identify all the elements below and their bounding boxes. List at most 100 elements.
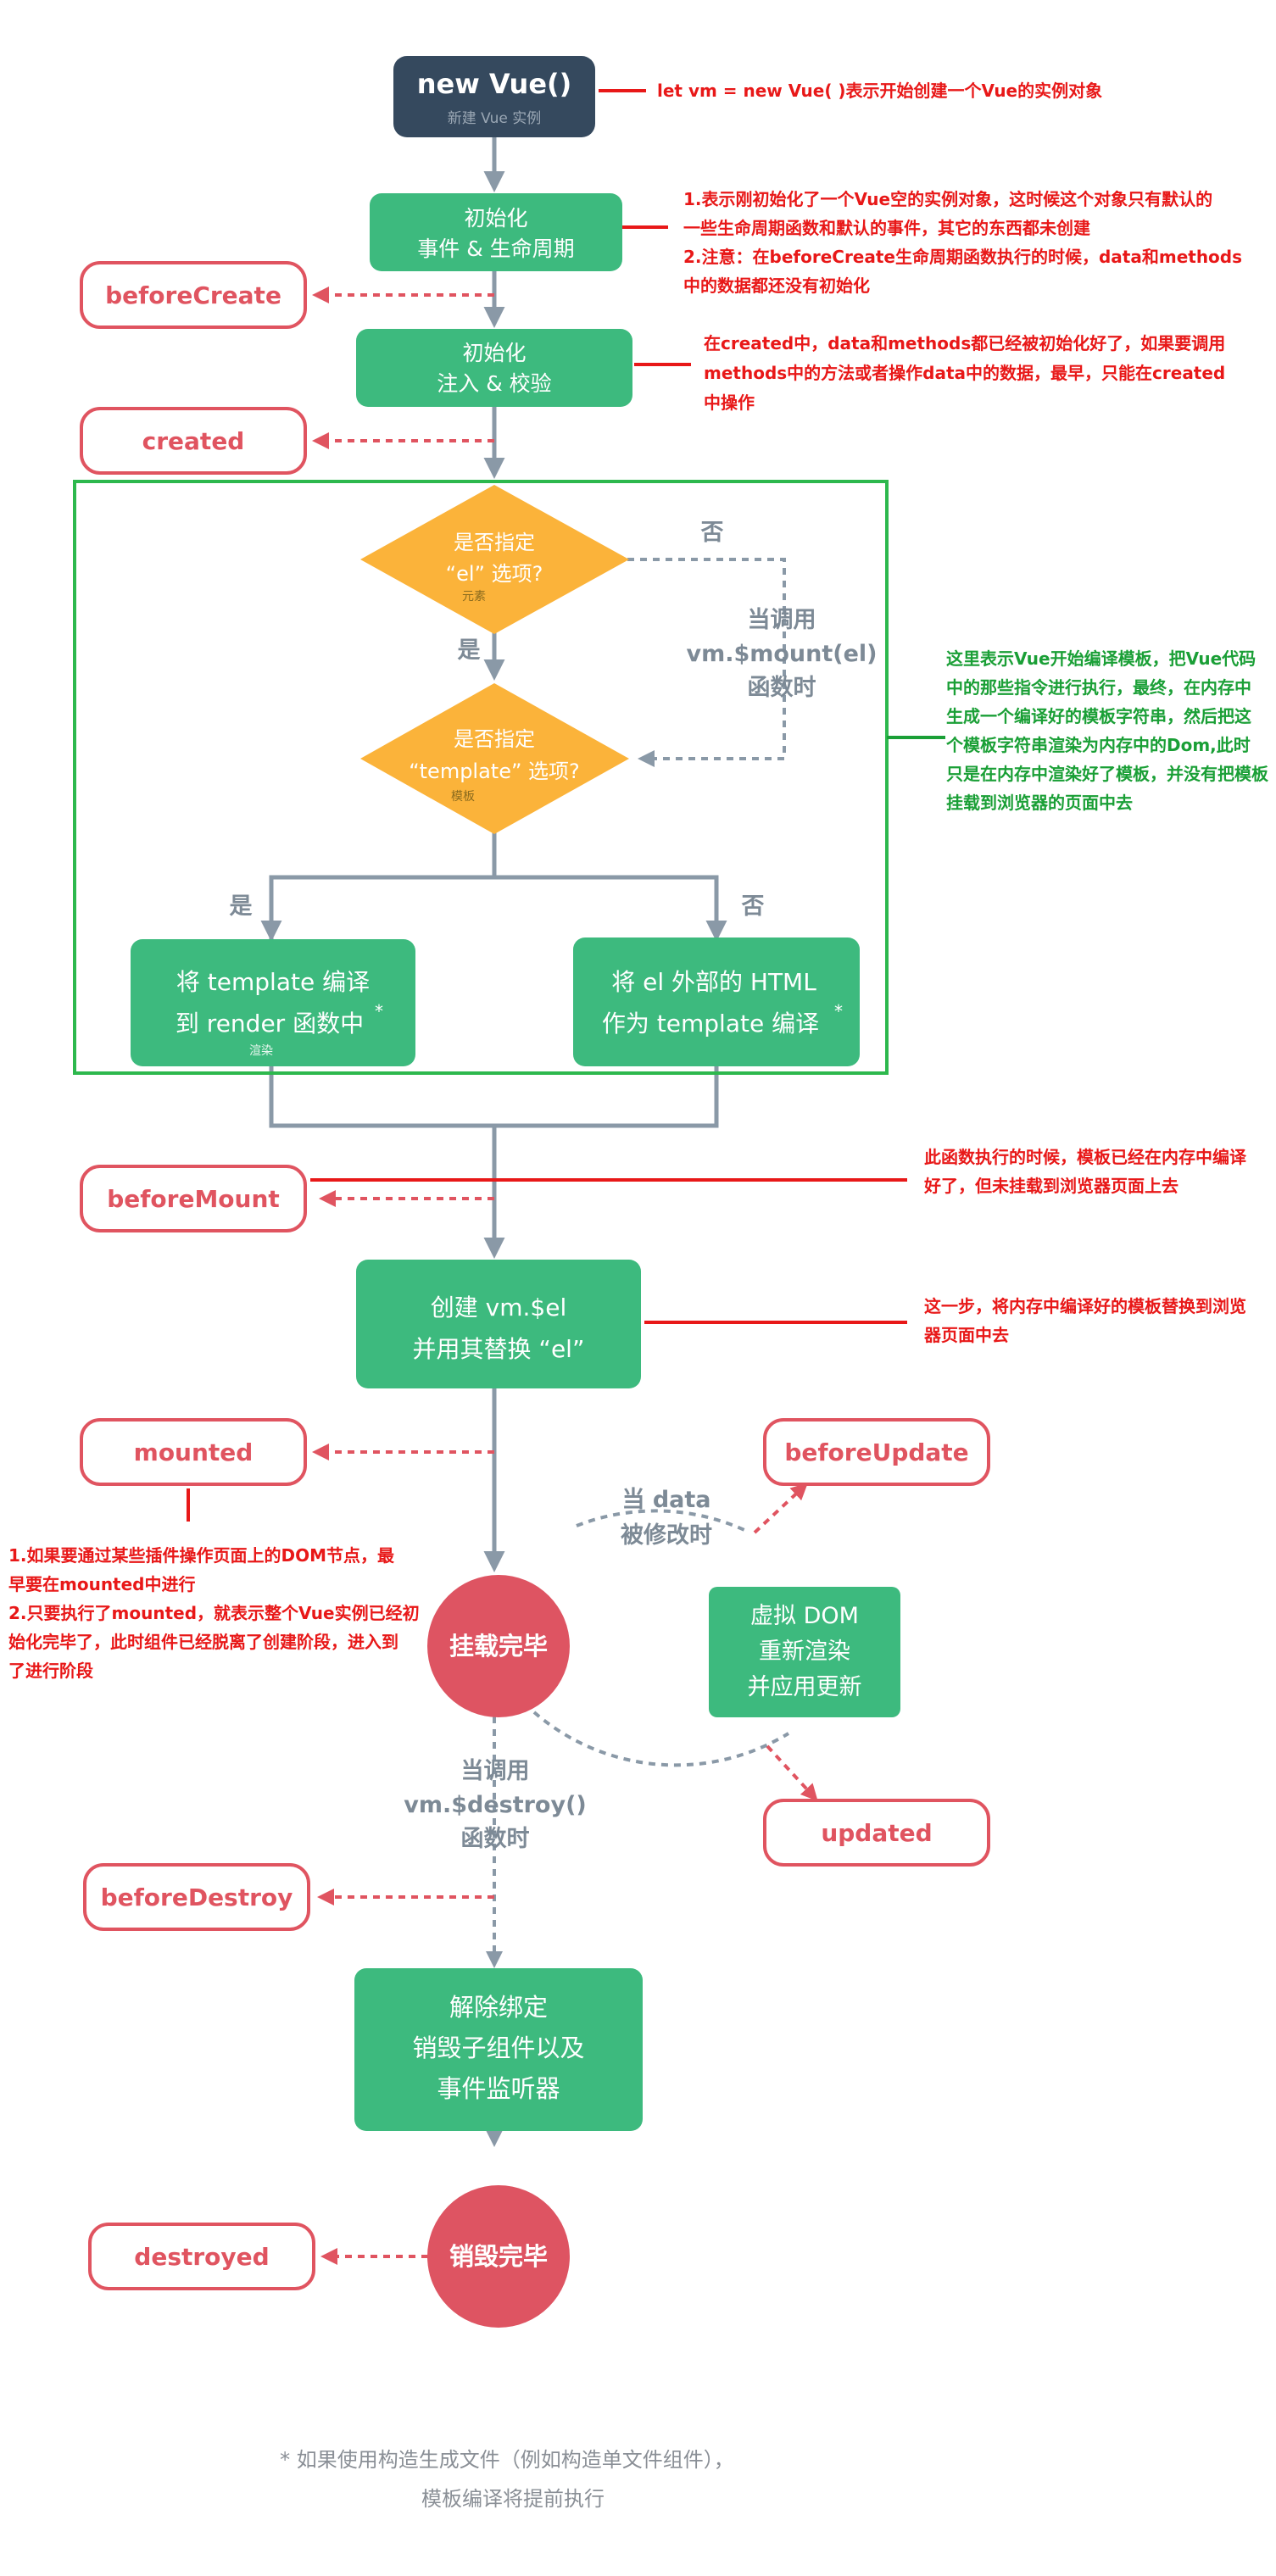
mounted-circle: 挂载完毕 bbox=[427, 1575, 570, 1717]
note-before-create: 1.表示刚初始化了一个Vue空的实例对象，这时候这个对象只有默认的 一些生命周期… bbox=[683, 189, 1242, 296]
note-before-create-line: 2.注意：在beforeCreate生命周期函数执行的时候，data和metho… bbox=[683, 247, 1242, 267]
note-mounted-line: 1.如果要通过某些插件操作页面上的DOM节点，最 bbox=[8, 1545, 395, 1566]
note-before-create-line: 一些生命周期函数和默认的事件，其它的东西都未创建 bbox=[683, 218, 1090, 238]
note-created: 在created中，data和methods都已经被初始化好了，如果要调用 me… bbox=[704, 333, 1225, 413]
compile-outer-line1: 将 el 外部的 HTML bbox=[611, 968, 816, 996]
init-inject-line2: 注入 & 校验 bbox=[437, 371, 551, 396]
note-compile-line: 生成一个编译好的模板字符串，然后把这 bbox=[946, 706, 1251, 726]
teardown-line3: 事件监听器 bbox=[437, 2074, 560, 2103]
footnote-line1: * 如果使用构造生成文件（例如构造单文件组件）， bbox=[280, 2448, 734, 2472]
create-el-line1: 创建 vm.$el bbox=[431, 1294, 566, 1321]
hook-beforeMount-label: beforeMount bbox=[107, 1185, 280, 1213]
new-vue-subtitle: 新建 Vue 实例 bbox=[448, 110, 542, 127]
note-mounted: 1.如果要通过某些插件操作页面上的DOM节点，最 早要在mounted中进行 2… bbox=[8, 1545, 420, 1681]
footnote-line2: 模板编译将提前执行 bbox=[421, 2487, 605, 2511]
compile-outer-star: * bbox=[834, 1001, 843, 1021]
decision-el-line1: 是否指定 bbox=[454, 531, 535, 554]
virtual-dom-line1: 虚拟 DOM bbox=[750, 1603, 859, 1629]
note-created-line: 中操作 bbox=[704, 392, 755, 413]
hook-created-label: created bbox=[142, 427, 245, 455]
hook-beforeDestroy[interactable]: beforeDestroy bbox=[83, 1863, 310, 1931]
label-when-mount-1: 当调用 bbox=[748, 607, 816, 633]
flow-labels: 否 是 当调用 vm.$mount(el) 函数时 是 否 当 data 被修改… bbox=[230, 520, 878, 1852]
hook-beforeCreate-label: beforeCreate bbox=[105, 281, 281, 309]
teardown-line2: 销毁子组件以及 bbox=[412, 2034, 584, 2062]
compile-template-tag: 渲染 bbox=[249, 1044, 273, 1058]
decision-el-line2: “el” 选项? bbox=[446, 562, 543, 586]
label-when-destroy-1: 当调用 bbox=[461, 1758, 530, 1784]
note-before-create-line: 1.表示刚初始化了一个Vue空的实例对象，这时候这个对象只有默认的 bbox=[683, 189, 1212, 209]
destroyed-circle: 销毁完毕 bbox=[427, 2185, 570, 2328]
hook-destroyed[interactable]: destroyed bbox=[88, 2223, 315, 2290]
label-yes-el: 是 bbox=[458, 637, 481, 664]
init-events-line2: 事件 & 生命周期 bbox=[417, 236, 574, 261]
note-compile-line: 中的那些指令进行执行，最终，在内存中 bbox=[946, 677, 1251, 698]
dashed-connectors bbox=[486, 558, 790, 1968]
decision-template-tag: 模板 bbox=[451, 790, 475, 804]
label-data-changed-2: 被修改时 bbox=[621, 1522, 712, 1549]
mounted-circle-label: 挂载完毕 bbox=[449, 1632, 548, 1661]
note-created-line: methods中的方法或者操作data中的数据，最早，只能在created bbox=[704, 363, 1225, 383]
note-compile: 这里表示Vue开始编译模板，把Vue代码 中的那些指令进行执行，最终，在内存中 … bbox=[945, 648, 1269, 813]
compile-region-frame bbox=[73, 480, 889, 1075]
label-data-changed-1: 当 data bbox=[621, 1487, 710, 1513]
decision-template-line2: “template” 选项? bbox=[409, 759, 580, 783]
node-init-events: 初始化 事件 & 生命周期 bbox=[370, 193, 622, 271]
init-inject-line1: 初始化 bbox=[462, 341, 526, 365]
decision-el: 是否指定 “el” 选项? 元素 bbox=[360, 485, 629, 634]
note-before-mount-line: 此函数执行的时候，模板已经在内存中编译 bbox=[924, 1147, 1247, 1167]
hook-created[interactable]: created bbox=[80, 407, 307, 475]
label-yes-template: 是 bbox=[230, 893, 253, 920]
node-compile-outer-html: 将 el 外部的 HTML 作为 template 编译 * bbox=[573, 937, 860, 1066]
note-compile-line: 个模板字符串渲染为内存中的Dom,此时 bbox=[945, 735, 1251, 755]
hook-updated-label: updated bbox=[821, 1819, 932, 1847]
teardown-line1: 解除绑定 bbox=[449, 1993, 548, 2022]
hook-beforeCreate[interactable]: beforeCreate bbox=[80, 261, 307, 329]
virtual-dom-line3: 并应用更新 bbox=[748, 1674, 862, 1700]
note-compile-line: 挂载到浏览器的页面中去 bbox=[946, 793, 1133, 813]
create-el-line2: 并用其替换 “el” bbox=[413, 1335, 585, 1363]
destroyed-circle-label: 销毁完毕 bbox=[449, 2242, 548, 2271]
node-virtual-dom: 虚拟 DOM 重新渲染 并应用更新 bbox=[709, 1587, 900, 1717]
decision-template-line1: 是否指定 bbox=[454, 727, 535, 751]
label-when-mount-2: vm.$mount(el) bbox=[686, 641, 877, 667]
node-create-el: 创建 vm.$el 并用其替换 “el” bbox=[356, 1260, 641, 1388]
note-create-el: 这一步，将内存中编译好的模板替换到浏览 器页面中去 bbox=[923, 1296, 1246, 1345]
note-compile-line: 只是在内存中渲染好了模板，并没有把模板 bbox=[946, 764, 1269, 784]
label-when-destroy-2: vm.$destroy() bbox=[404, 1792, 587, 1818]
label-when-mount-3: 函数时 bbox=[748, 675, 816, 701]
hook-mounted[interactable]: mounted bbox=[80, 1418, 307, 1486]
note-create-el-line: 这一步，将内存中编译好的模板替换到浏览 bbox=[924, 1296, 1246, 1316]
hook-arrows bbox=[312, 287, 818, 2265]
virtual-dom-line2: 重新渲染 bbox=[759, 1639, 850, 1665]
note-before-mount: 此函数执行的时候，模板已经在内存中编译 好了，但未挂载到浏览器页面上去 bbox=[923, 1147, 1247, 1196]
label-when-destroy-3: 函数时 bbox=[461, 1826, 530, 1852]
label-no-template: 否 bbox=[742, 893, 765, 920]
hook-updated[interactable]: updated bbox=[763, 1799, 990, 1867]
node-init-inject: 初始化 注入 & 校验 bbox=[356, 329, 632, 407]
hook-beforeUpdate[interactable]: beforeUpdate bbox=[763, 1418, 990, 1486]
note-compile-line: 这里表示Vue开始编译模板，把Vue代码 bbox=[946, 648, 1256, 669]
note-mounted-line: 始化完毕了，此时组件已经脱离了创建阶段，进入到 bbox=[8, 1632, 398, 1652]
decision-el-tag: 元素 bbox=[462, 590, 486, 604]
note-created-line: 在created中，data和methods都已经被初始化好了，如果要调用 bbox=[704, 333, 1225, 353]
note-before-mount-line: 好了，但未挂载到浏览器页面上去 bbox=[923, 1176, 1178, 1196]
hook-destroyed-label: destroyed bbox=[134, 2243, 269, 2271]
annotation-leaders bbox=[187, 89, 907, 1522]
note-mounted-line: 早要在mounted中进行 bbox=[8, 1574, 196, 1594]
init-events-line1: 初始化 bbox=[464, 206, 527, 231]
hook-beforeDestroy-label: beforeDestroy bbox=[101, 1883, 293, 1911]
hook-beforeMount[interactable]: beforeMount bbox=[80, 1165, 307, 1232]
footnote: * 如果使用构造生成文件（例如构造单文件组件）， 模板编译将提前执行 bbox=[280, 2448, 734, 2511]
note-mounted-line: 2.只要执行了mounted，就表示整个Vue实例已经初 bbox=[8, 1603, 420, 1623]
compile-template-line1: 将 template 编译 bbox=[176, 968, 370, 996]
hook-mounted-label: mounted bbox=[134, 1438, 254, 1466]
node-new-vue: new Vue() 新建 Vue 实例 bbox=[393, 56, 595, 137]
note-before-create-line: 中的数据都还没有初始化 bbox=[683, 275, 870, 296]
compile-template-star: * bbox=[375, 1001, 383, 1021]
note-new-vue: let vm = new Vue( )表示开始创建一个Vue的实例对象 bbox=[657, 81, 1102, 101]
node-compile-template: 将 template 编译 到 render 函数中 * 渲染 bbox=[131, 939, 415, 1066]
decision-template: 是否指定 “template” 选项? 模板 bbox=[360, 683, 629, 834]
compile-template-line2: 到 render 函数中 bbox=[176, 1010, 364, 1038]
